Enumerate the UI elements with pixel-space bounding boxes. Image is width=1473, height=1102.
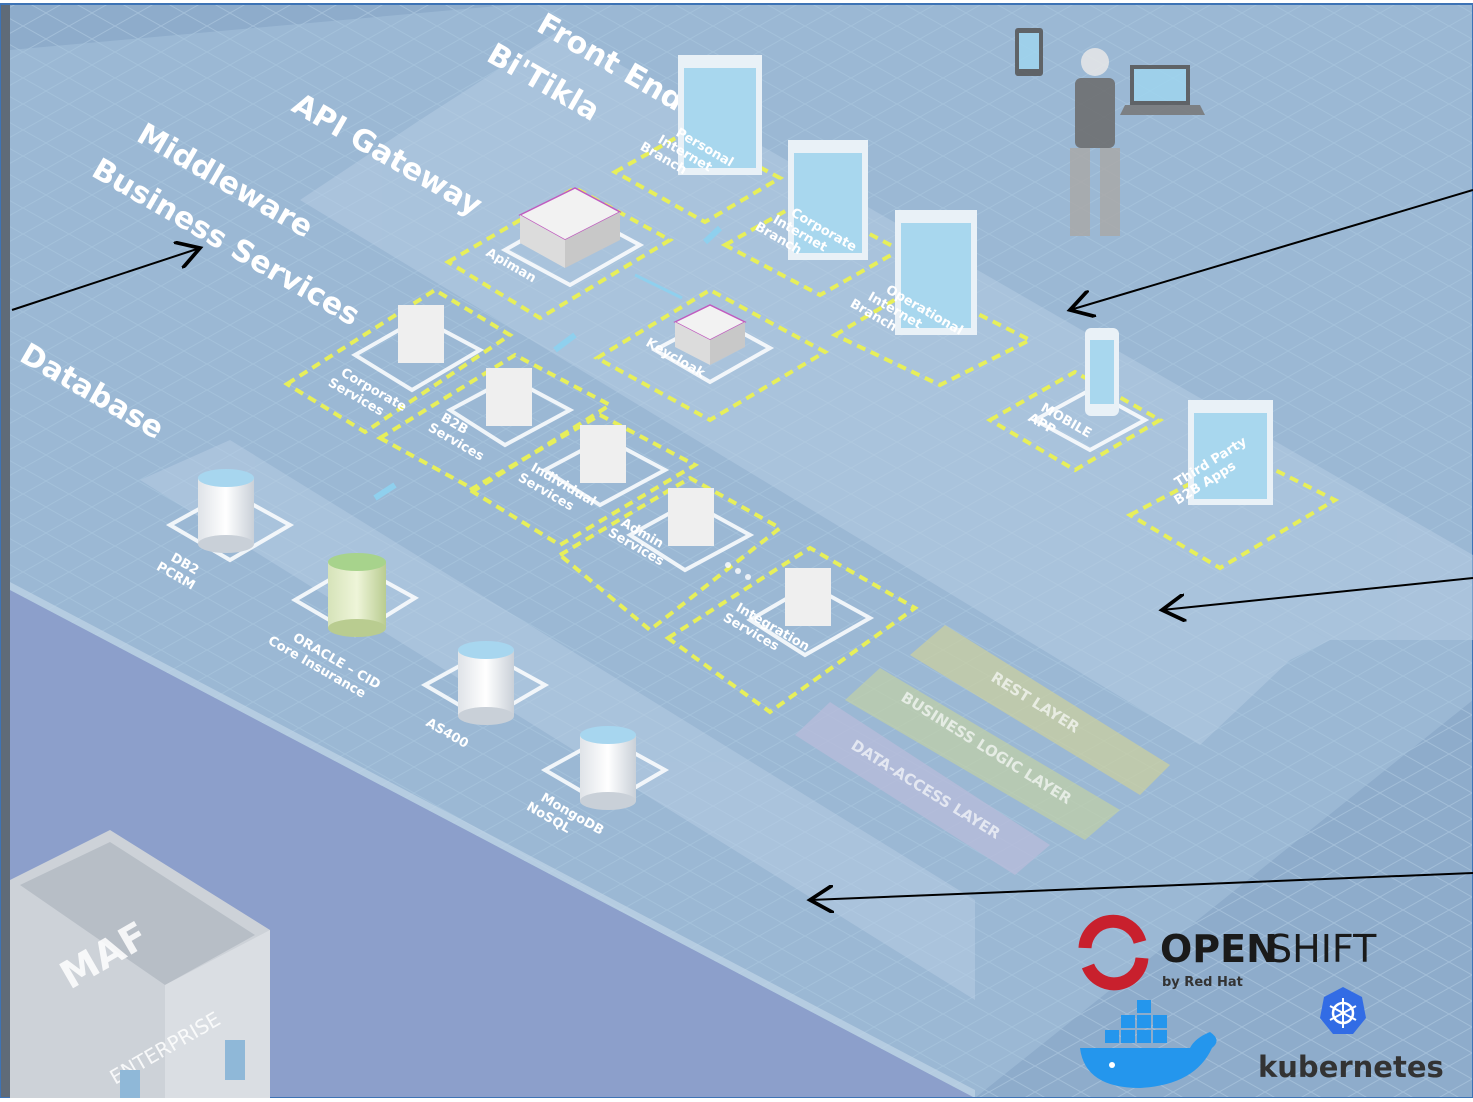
svg-text:DB2PCRM: DB2PCRM <box>154 546 205 593</box>
flow-arrow <box>553 332 577 353</box>
database-cylinder-icon <box>458 650 514 716</box>
openshift-text-shift: SHIFT <box>1268 927 1377 971</box>
third-party-b2b-node: Third PartyB2B Apps <box>1125 400 1340 571</box>
service-box-icon <box>668 488 714 546</box>
service-box-icon <box>486 368 532 426</box>
arrow-to-database-lane <box>810 872 1473 900</box>
redhat-label: by Red Hat <box>1162 975 1243 990</box>
docker-logo <box>1080 1000 1217 1088</box>
gateway-link-arrow <box>634 273 683 300</box>
admin-services-node: AdminServices <box>556 475 784 633</box>
service-nodes: CorporateServices B2BServices Individual… <box>283 225 919 715</box>
user-figure <box>1015 28 1205 236</box>
docker-whale-icon <box>1080 1032 1217 1088</box>
db2-pcrm-node: DB2PCRM <box>154 469 295 593</box>
maf-building: MAF ENTERPRISE <box>10 830 270 1098</box>
flow-arrow <box>702 225 723 245</box>
service-box-icon <box>580 425 626 483</box>
corporate-services-node: CorporateServices <box>283 287 514 435</box>
rest-layer-band <box>910 625 1170 795</box>
kubernetes-label: kubernetes <box>1258 1050 1444 1084</box>
data-access-layer-band <box>795 702 1050 875</box>
personal-internet-branch-node: PersonalInternetBranch <box>610 55 785 225</box>
docker-containers <box>1105 1000 1167 1043</box>
platform-edge <box>10 582 975 1098</box>
database-cylinder-icon <box>198 478 254 544</box>
ellipsis-dots <box>725 562 751 580</box>
service-box-icon <box>785 568 831 626</box>
arrow-to-business-services <box>11 248 200 311</box>
openshift-logo: OPEN SHIFT by Red Hat <box>1078 914 1377 991</box>
left-border <box>0 4 10 1098</box>
arrow-to-frontend-lane <box>1070 189 1473 310</box>
business-logic-layer-band <box>845 668 1120 840</box>
operational-internet-branch-node: OperationalInternetBranch <box>830 210 1035 388</box>
openshift-icon <box>1078 914 1149 991</box>
kubernetes-logo: kubernetes <box>1258 987 1444 1084</box>
platform <box>10 4 1473 1098</box>
database-cylinder-icon <box>580 735 636 801</box>
arrow-to-middleware-lane <box>1162 577 1473 610</box>
service-box-icon <box>398 305 444 363</box>
flow-arrow <box>373 482 397 501</box>
annotation-arrows <box>11 189 1473 900</box>
database-cylinder-icon <box>328 562 386 628</box>
openshift-text-open: OPEN <box>1160 927 1278 971</box>
